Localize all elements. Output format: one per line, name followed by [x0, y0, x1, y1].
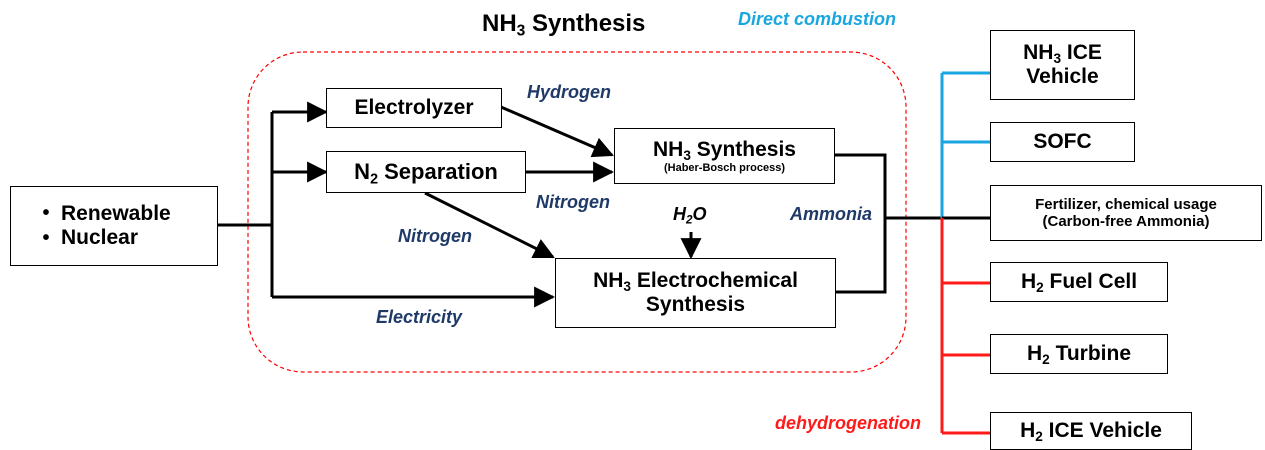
electrochemical-synthesis-box: NH3 Electrochemical Synthesis: [555, 258, 836, 328]
h2-fuel-cell-box: H2 Fuel Cell: [990, 262, 1168, 302]
fertilizer-box: Fertilizer, chemical usage (Carbon-free …: [990, 185, 1262, 241]
label-direct-combustion: Direct combustion: [738, 9, 897, 29]
n2-separation-box: N2 Separation: [326, 151, 526, 193]
label-water: H2O: [673, 204, 707, 227]
label-dehydrogenation: dehydrogenation: [775, 413, 922, 433]
label-ammonia: Ammonia: [790, 204, 873, 224]
electrolyzer-box: Electrolyzer: [326, 88, 502, 128]
h2-ice-vehicle-box: H2 ICE Vehicle: [990, 412, 1192, 450]
input-connectors: [218, 101, 942, 308]
sofc-box: SOFC: [990, 122, 1135, 162]
source-item-renewable: •Renewable: [42, 201, 171, 225]
haber-bosch-note: (Haber-Bosch process): [663, 161, 786, 174]
label-electricity: Electricity: [376, 307, 463, 327]
combustion-connectors: [940, 71, 990, 218]
energy-source-box: •Renewable •Nuclear: [10, 186, 218, 266]
synthesis-region-border: [247, 51, 907, 373]
label-nitrogen-top: Nitrogen: [536, 192, 610, 212]
label-hydrogen: Hydrogen: [527, 82, 612, 102]
nh3-ice-vehicle-box: NH3 ICE Vehicle: [990, 30, 1135, 100]
diagram-title: NH3 Synthesis: [482, 10, 646, 40]
dehydrogenation-connectors: [940, 218, 990, 435]
label-nitrogen-diagonal: Nitrogen: [398, 226, 472, 246]
haber-bosch-box: NH3 Synthesis (Haber-Bosch process): [614, 128, 835, 184]
source-item-nuclear: •Nuclear: [42, 226, 139, 249]
h2-turbine-box: H2 Turbine: [990, 334, 1168, 374]
